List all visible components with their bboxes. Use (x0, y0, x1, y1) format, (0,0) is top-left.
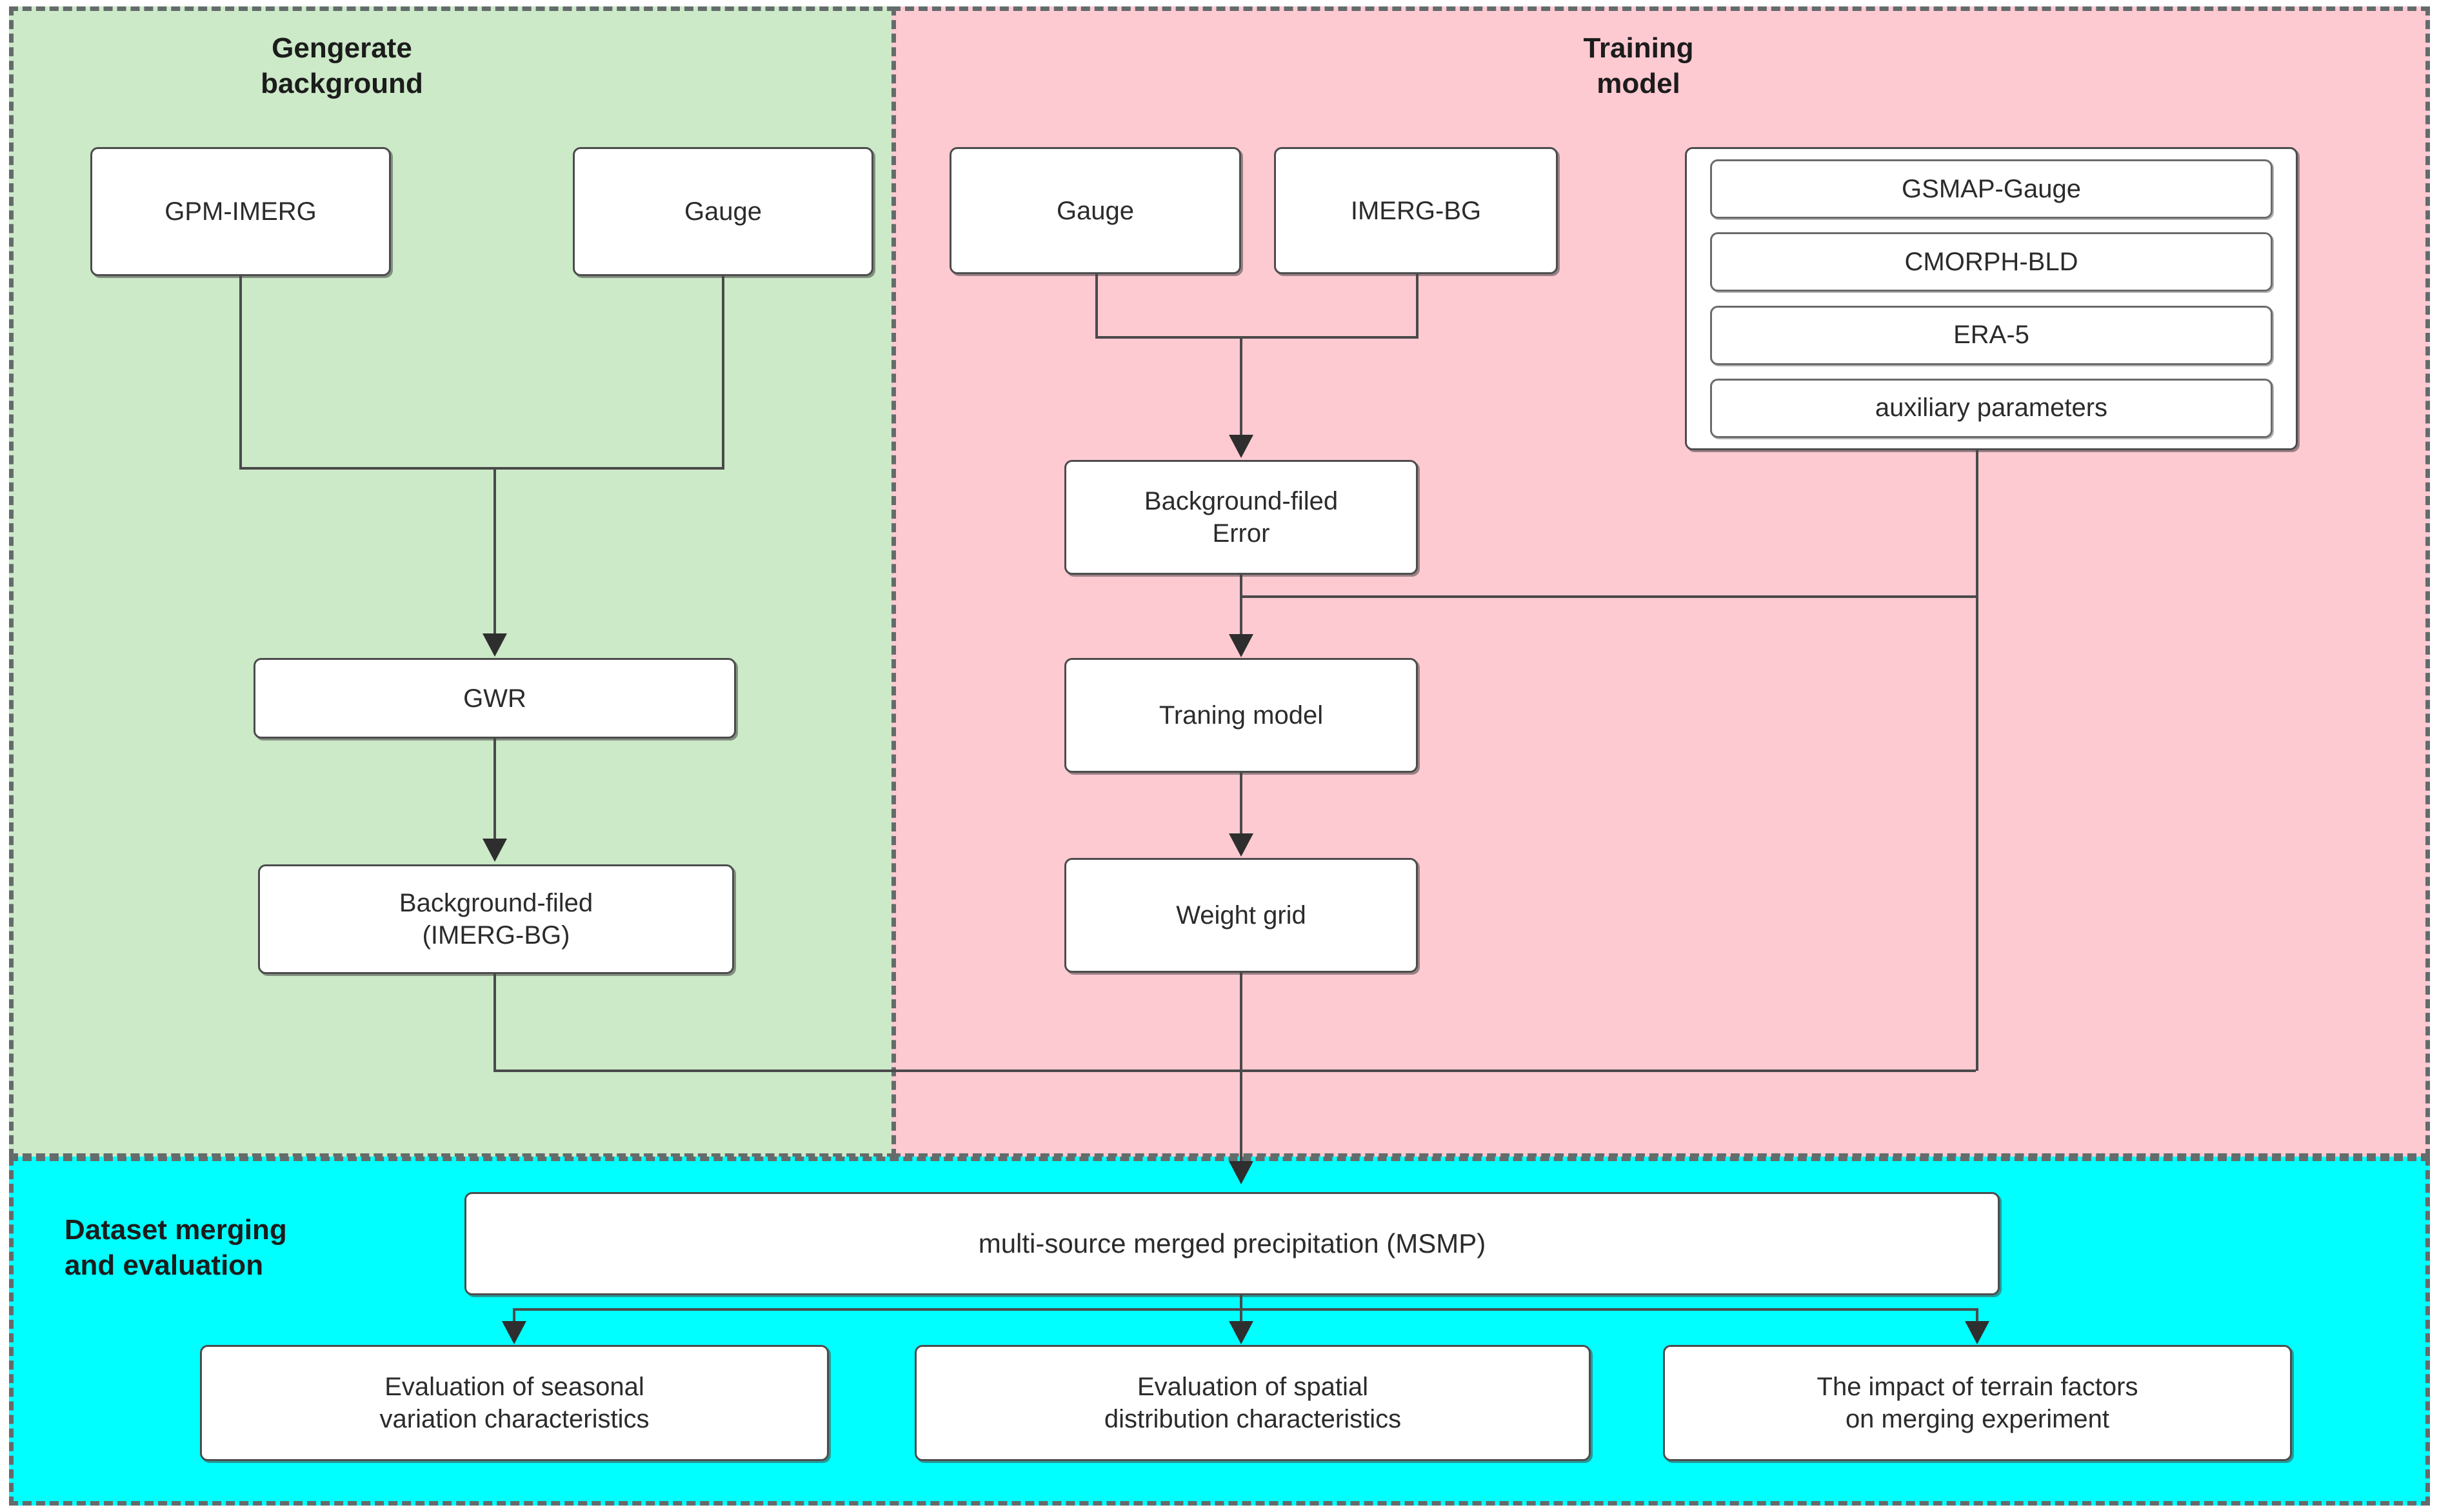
connector-imergbg-down (1416, 274, 1419, 339)
node-gauge-green[interactable]: Gauge (573, 147, 873, 276)
arrowhead-to-bgfield (483, 839, 507, 862)
connector-to-eval2 (1240, 1308, 1242, 1331)
node-label-gauge-pink: Gauge (1056, 196, 1135, 225)
node-label-gwr: GWR (463, 684, 526, 713)
data-source-label-3: auxiliary parameters (1875, 393, 2108, 423)
arrowhead-to-msmp (1229, 1161, 1253, 1184)
node-label-gauge-green: Gauge (684, 197, 762, 226)
connector-weight-down (1240, 973, 1242, 1166)
arrowhead-to-gwr (483, 633, 507, 657)
connector-msmp-fanout (513, 1308, 1977, 1311)
data-source-item-3[interactable]: auxiliary parameters (1710, 378, 2273, 438)
connector-sources-down (1976, 450, 1978, 1071)
connector-pink-to-bgerror (1240, 336, 1242, 436)
node-imerg-bg[interactable]: IMERG-BG (1274, 147, 1558, 274)
data-source-item-2[interactable]: ERA-5 (1710, 305, 2273, 365)
data-source-label-0: GSMAP-Gauge (1902, 174, 2081, 203)
node-label-traning-model: Traning model (1159, 701, 1324, 730)
connector-gauge-pink-down (1095, 274, 1098, 339)
node-gauge-pink[interactable]: Gauge (950, 147, 1241, 274)
data-source-label-2: ERA-5 (1953, 321, 2029, 350)
node-traning-model[interactable]: Traning model (1064, 658, 1418, 773)
data-source-item-1[interactable]: CMORPH-BLD (1710, 232, 2273, 292)
connector-gpm-down (239, 276, 242, 470)
node-label-imerg-bg: IMERG-BG (1350, 196, 1482, 225)
connector-to-eval1 (513, 1308, 515, 1331)
connector-sources-to-train (1240, 595, 1978, 598)
arrowhead-to-eval1 (502, 1321, 526, 1344)
node-weight-grid[interactable]: Weight grid (1064, 858, 1418, 973)
connector-train-to-weight (1240, 773, 1242, 835)
connector-bgfield-down (493, 974, 496, 1072)
data-source-label-1: CMORPH-BLD (1904, 247, 2078, 276)
connector-green-to-gwr (493, 467, 496, 635)
node-label-weight-grid: Weight grid (1176, 901, 1306, 930)
arrowhead-to-bgerror (1229, 435, 1253, 458)
connector-to-eval3 (1976, 1308, 1978, 1331)
arrowhead-to-eval3 (1965, 1321, 1989, 1344)
arrowhead-to-train (1229, 634, 1253, 657)
connector-bgfield-right (493, 1069, 1976, 1072)
node-label-gpm-imerg: GPM-IMERG (164, 197, 317, 226)
connector-bgerror-to-train (1240, 575, 1242, 637)
node-background-filed-imerg-bg[interactable]: Background-filed(IMERG-BG) (258, 864, 734, 974)
connector-green-join (239, 467, 724, 470)
node-label-msmp: multi-source merged precipitation (MSMP) (978, 1228, 1486, 1258)
arrowhead-to-eval2 (1229, 1321, 1253, 1344)
node-label-background-filed: Background-filed(IMERG-BG) (399, 889, 593, 950)
connector-gauge-green-down (722, 276, 724, 470)
connector-gwr-to-bgfield (493, 739, 496, 841)
node-gwr[interactable]: GWR (254, 658, 736, 739)
node-msmp[interactable]: multi-source merged precipitation (MSMP) (464, 1192, 2000, 1295)
data-sources-group: GSMAP-Gauge CMORPH-BLD ERA-5 auxiliary p… (1685, 147, 2298, 450)
connector-pink-join (1095, 336, 1419, 339)
node-gpm-imerg[interactable]: GPM-IMERG (90, 147, 391, 276)
data-source-item-0[interactable]: GSMAP-Gauge (1710, 159, 2273, 219)
arrowhead-to-weight (1229, 833, 1253, 857)
